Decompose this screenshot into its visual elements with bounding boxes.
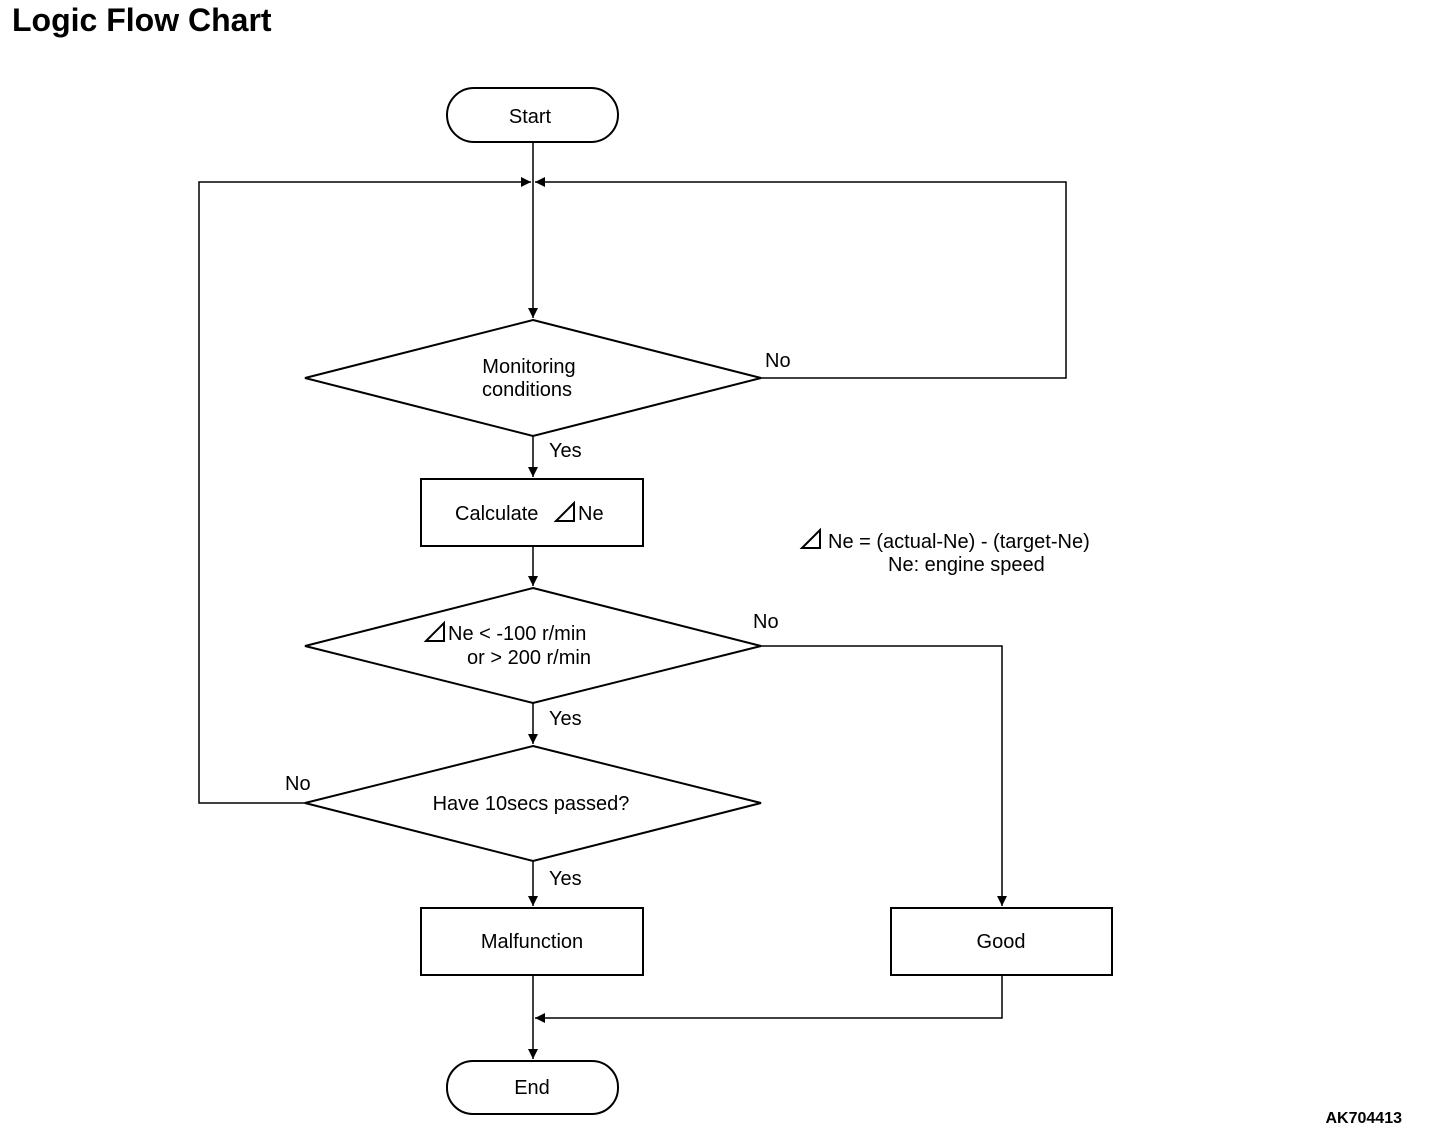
malfunction-process: Malfunction [420, 907, 644, 976]
monitoring-yes-label: Yes [549, 440, 582, 462]
edge-threshold-no [761, 645, 1007, 906]
page-title: Logic Flow Chart [12, 2, 272, 38]
delta-icon [553, 500, 575, 522]
threshold-label-line1: Ne < -100 r/min [448, 623, 586, 645]
timer-no-label: No [285, 773, 311, 795]
edge-good-to-end [535, 975, 1003, 1023]
start-terminator: Start [446, 87, 619, 143]
delta-icon [423, 620, 445, 642]
good-process: Good [890, 907, 1113, 976]
figure-code: AK704413 [1325, 1110, 1403, 1127]
definition-note: Ne = (actual-Ne) - (target-Ne) Ne: engin… [799, 527, 1090, 576]
monitoring-conditions-decision: Monitoring conditions [304, 318, 762, 438]
start-label: Start [509, 106, 552, 128]
threshold-label-line2: or > 200 r/min [467, 647, 591, 669]
monitoring-label-line2: conditions [482, 379, 572, 401]
timer-yes-label: Yes [549, 868, 582, 890]
note-line1: Ne = (actual-Ne) - (target-Ne) [828, 531, 1090, 553]
malfunction-label: Malfunction [481, 931, 583, 953]
monitoring-label-line1: Monitoring [482, 356, 575, 378]
edge-monitoring-no-loop [535, 177, 1067, 379]
timer-label: Have 10secs passed? [433, 793, 630, 815]
connectors [198, 142, 1067, 1059]
timer-decision: Have 10secs passed? [304, 744, 762, 863]
monitoring-no-label: No [765, 350, 791, 372]
calculate-process: Calculate Ne [420, 478, 644, 547]
note-line2: Ne: engine speed [888, 554, 1045, 576]
calculate-label: Calculate [455, 503, 538, 525]
threshold-yes-label: Yes [549, 708, 582, 730]
threshold-decision: Ne < -100 r/min or > 200 r/min [304, 586, 762, 705]
good-label: Good [977, 931, 1026, 953]
edge-timer-no-loop [198, 177, 531, 804]
end-label: End [514, 1077, 550, 1099]
end-terminator: End [446, 1060, 619, 1115]
threshold-no-label: No [753, 611, 779, 633]
calculate-suffix: Ne [578, 503, 604, 525]
delta-icon [799, 527, 821, 549]
